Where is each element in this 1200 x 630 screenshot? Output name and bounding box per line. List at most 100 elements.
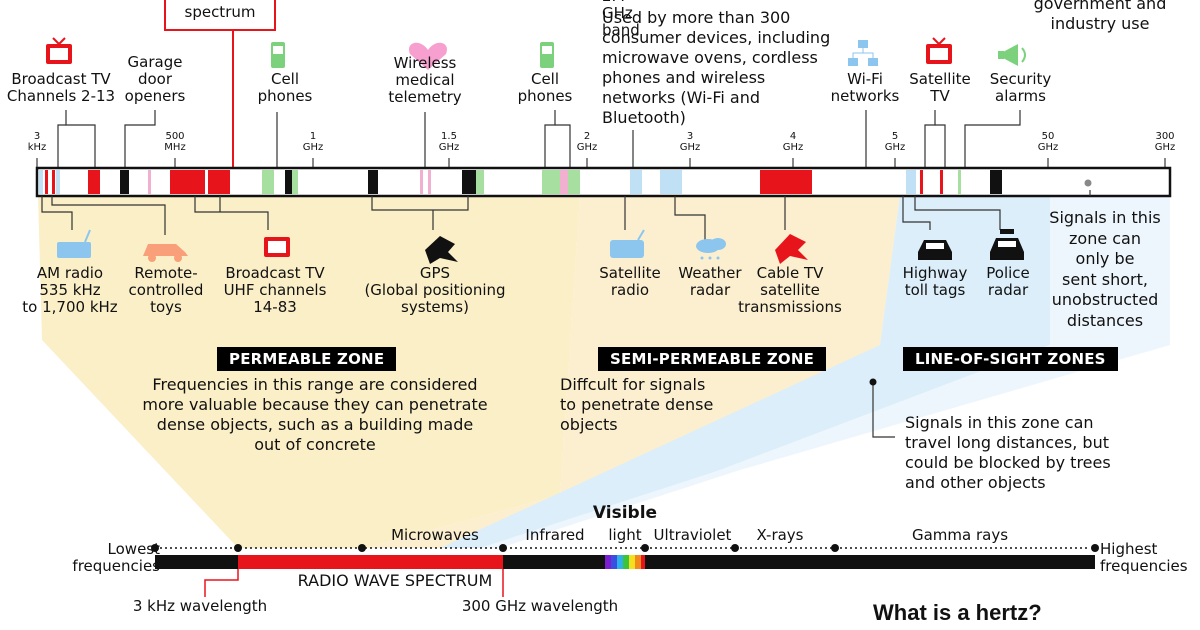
tick-label: 1.5 GHz — [438, 131, 460, 153]
megaphone-icon — [998, 44, 1026, 66]
weather-cloud-icon — [696, 238, 726, 260]
tick-label: 5 GHz — [884, 131, 906, 153]
low-wavelength-label: 3 kHz wavelength — [132, 597, 268, 615]
short-range-zone-shape — [480, 195, 1170, 548]
band-segment — [906, 170, 916, 194]
line-of-sight-zone-shape — [440, 195, 1050, 548]
band-segment — [262, 170, 268, 194]
network-icon — [848, 40, 878, 66]
band-segment — [958, 170, 961, 194]
band-segments — [39, 170, 1002, 194]
label-cell-phones-1: Cell phones — [257, 70, 313, 105]
cell-phone-icon — [271, 42, 285, 68]
label-cell-phones-2: Cell phones — [517, 70, 573, 105]
band-segment — [660, 170, 682, 194]
cell-phone-icon — [540, 42, 554, 68]
tv-icon — [926, 37, 952, 64]
ism-band-description: Used by more than 300 consumer devices, … — [602, 8, 831, 127]
tv-icon — [264, 237, 290, 257]
radio-wave-spectrum-label: RADIO WAVE SPECTRUM — [297, 571, 493, 590]
label-weather-radar: Weather radar — [678, 264, 742, 299]
band-segment — [476, 170, 484, 194]
band-segment — [420, 170, 423, 194]
band-segment — [428, 170, 431, 194]
toy-car-icon — [143, 244, 188, 262]
band-segment — [285, 170, 292, 194]
band-segment — [148, 170, 151, 194]
label-highway-toll-tags: Highway toll tags — [902, 264, 968, 299]
radio-wave-segment — [238, 555, 503, 569]
gamma-rays-label: Gamma rays — [911, 526, 1009, 544]
label-gps: GPS (Global positioning systems) — [364, 264, 506, 316]
band-segment — [560, 170, 568, 194]
short-zone-description: Signals in this zone can only be sent sh… — [1049, 208, 1161, 330]
satellite-icon — [775, 234, 808, 264]
infrared-label: Infrared — [525, 526, 585, 544]
xrays-label: X-rays — [756, 526, 804, 544]
band-segment — [630, 170, 642, 194]
label-garage-door-openers: Garage door openers — [124, 53, 186, 105]
label-wifi-networks: Wi-Fi networks — [830, 70, 900, 105]
police-car-icon — [990, 229, 1024, 260]
radio-icon — [610, 229, 645, 258]
light-label: light — [608, 526, 642, 544]
tick-label: 3 GHz — [679, 131, 701, 153]
label-remote-controlled-toys: Remote- controlled toys — [128, 264, 204, 316]
label-security-alarms: Security alarms — [989, 70, 1052, 105]
highest-frequencies-label: Highest frequencies — [1100, 540, 1188, 575]
tick-label: 1 GHz — [302, 131, 324, 153]
line-of-sight-zone-description: Signals in this zone can travel long dis… — [905, 413, 1111, 492]
semi-permeable-zone-shape — [365, 195, 900, 548]
tick-label: 3 kHz — [27, 131, 47, 153]
spectrum-callout-box — [164, 0, 276, 31]
label-police-radar: Police radar — [986, 264, 1030, 299]
spectrum-callout-label: spectrum — [184, 3, 256, 21]
label-satellite-radio: Satellite radio — [599, 264, 661, 299]
tick-label: 4 GHz — [782, 131, 804, 153]
heart-icon — [409, 42, 447, 70]
tick-label: 2 GHz — [576, 131, 598, 153]
label-broadcast-tv-uhf: Broadcast TV UHF channels 14-83 — [223, 264, 327, 316]
permeable-zone-title: PERMEABLE ZONE — [217, 347, 397, 371]
satellite-icon — [425, 236, 458, 264]
permeable-zone-description: Frequencies in this range are considered… — [142, 375, 488, 454]
band-segment — [52, 170, 55, 194]
band-segment — [990, 170, 1002, 194]
tick-label: 500 MHz — [164, 131, 186, 153]
semi-permeable-zone-description: Diffcult for signals to penetrate dense … — [560, 375, 714, 434]
band-segment — [268, 170, 274, 194]
semi-permeable-zone-title: SEMI-PERMEABLE ZONE — [598, 347, 827, 371]
band-segment — [170, 170, 205, 194]
label-am-radio: AM radio 535 kHz to 1,700 kHz — [22, 264, 118, 316]
label-satellite-tv: Satellite TV — [909, 70, 971, 105]
government-use-note: government and industry use — [1033, 0, 1167, 33]
band-segment — [920, 170, 923, 194]
band-segment — [120, 170, 129, 194]
permeable-zone-shape — [38, 195, 580, 548]
car-icon — [918, 240, 952, 260]
tick-label: 50 GHz — [1037, 131, 1059, 153]
band-segment — [56, 170, 60, 194]
microwaves-label: Microwaves — [391, 526, 479, 544]
visible-label: Visible — [592, 503, 658, 523]
bottom-connectors — [41, 190, 1091, 438]
band-segment — [45, 170, 48, 194]
high-wavelength-label: 300 GHz wavelength — [461, 597, 619, 615]
label-broadcast-tv-2-13: Broadcast TV Channels 2-13 — [6, 70, 116, 105]
ultraviolet-label: Ultraviolet — [653, 526, 732, 544]
band-segment — [208, 170, 230, 194]
footer-title: What is a hertz? — [873, 600, 1042, 625]
tv-icon — [46, 37, 72, 64]
line-of-sight-zone-title: LINE-OF-SIGHT ZONES — [903, 347, 1118, 371]
tick-label: 300 GHz — [1154, 131, 1176, 153]
band-segment — [39, 170, 43, 194]
label-cable-tv-satellite: Cable TV satellite transmissions — [738, 264, 842, 316]
band-segment — [462, 170, 476, 194]
lowest-frequencies-label: Lowest frequencies — [72, 540, 160, 575]
band-segment — [88, 170, 100, 194]
band-segment — [368, 170, 378, 194]
band-segment — [292, 170, 298, 194]
radio-icon — [57, 229, 91, 258]
band-segment — [940, 170, 943, 194]
